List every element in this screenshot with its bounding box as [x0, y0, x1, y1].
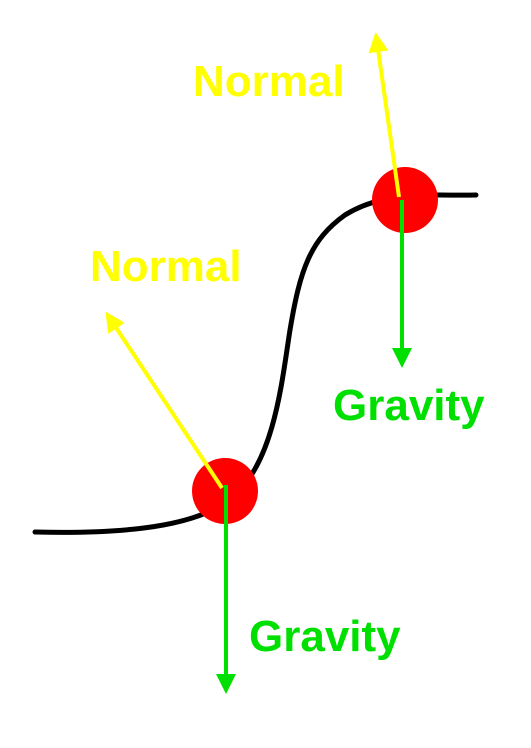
normal-label-top: Normal	[193, 57, 345, 106]
normal-label-left: Normal	[90, 242, 242, 291]
lower-normal-arrow	[105, 311, 224, 490]
gravity-label-top: Gravity	[333, 381, 485, 430]
upper-ball	[372, 167, 438, 233]
upper-normal-arrow	[368, 32, 401, 198]
gravity-label-bottom: Gravity	[249, 612, 401, 661]
